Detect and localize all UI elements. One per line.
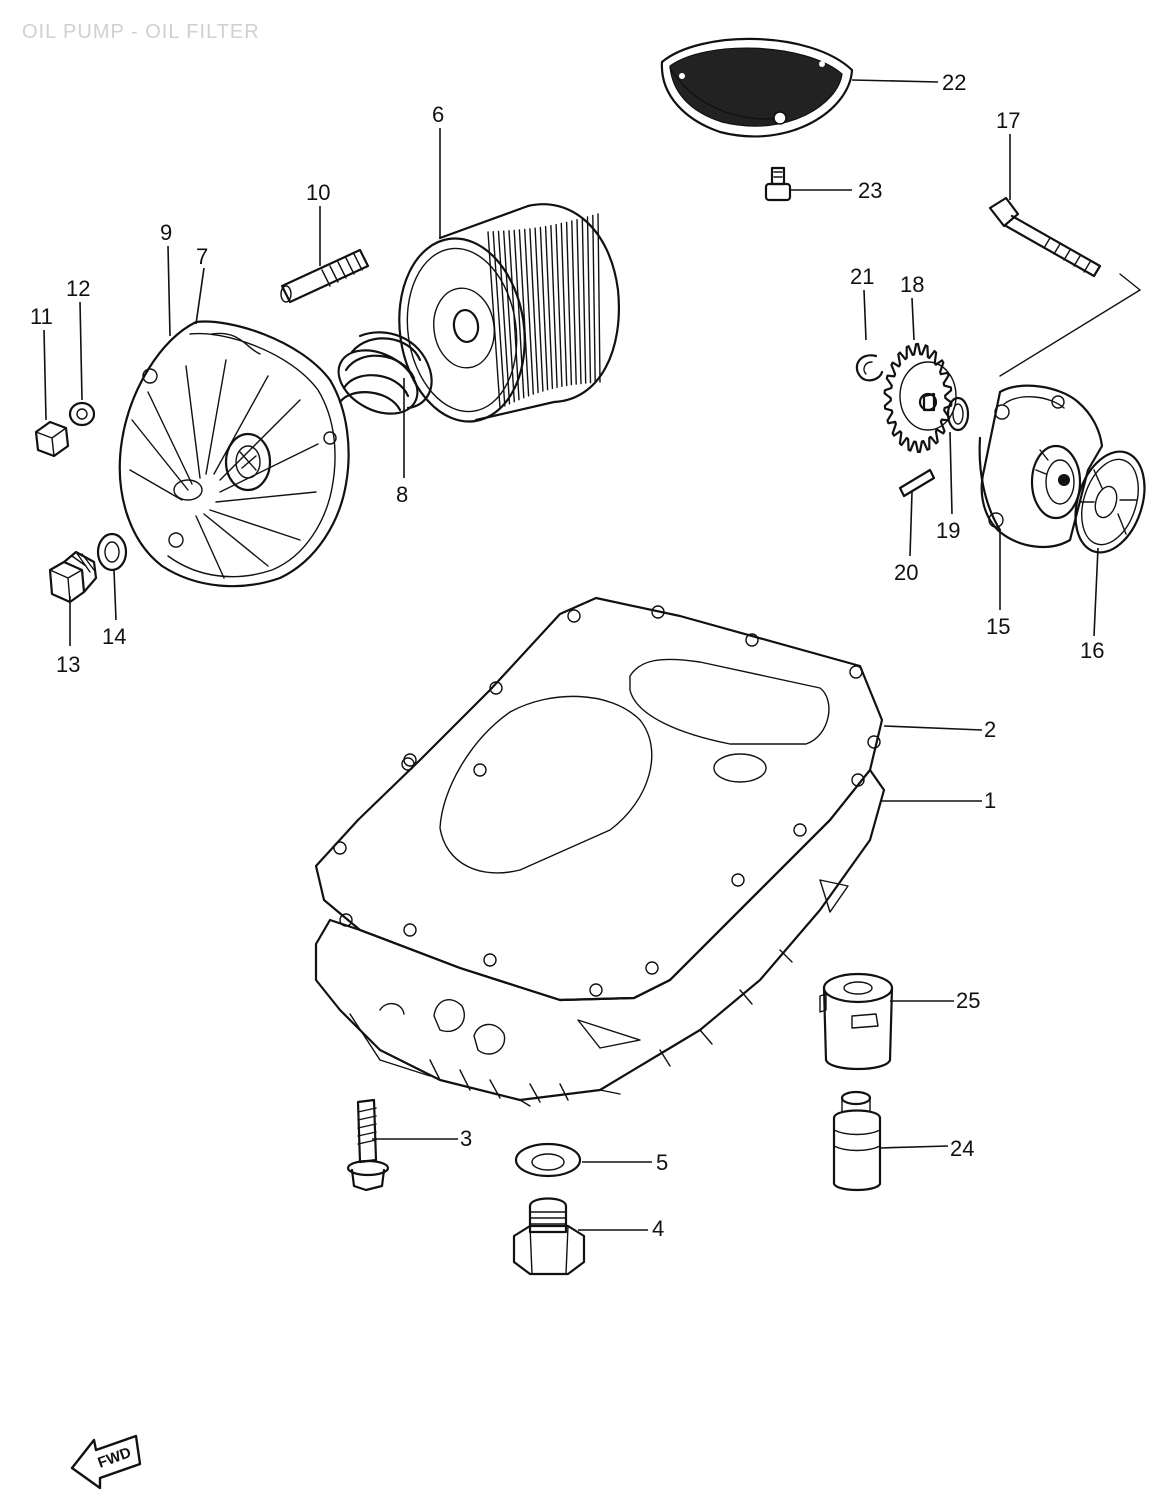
callout-24: 24 (950, 1136, 974, 1161)
callout-15: 15 (986, 614, 1010, 639)
cap-washer-part (68, 401, 96, 427)
filter-pleat (592, 214, 596, 383)
filter-cap-part (118, 320, 350, 588)
callout-5: 5 (656, 1150, 668, 1175)
filter-pleat (487, 231, 501, 409)
oil-pan-bolt-part (346, 1098, 390, 1192)
gasket-bolt-hole (731, 873, 745, 887)
filter-pleat (524, 228, 534, 395)
gear-washer-part (946, 396, 970, 432)
callout-13: 13 (56, 652, 80, 677)
filter-pleat (581, 217, 587, 384)
filter-pleat (586, 216, 592, 384)
callout-22: 22 (942, 70, 966, 95)
callout-1: 1 (984, 788, 996, 813)
callout-19: 19 (936, 518, 960, 543)
filter-pleat (597, 213, 601, 383)
filter-pleat (503, 230, 515, 403)
leader-lines (43, 79, 1099, 1231)
filter-pleat (550, 224, 558, 388)
callout-23: 23 (858, 178, 882, 203)
callout-2: 2 (984, 717, 996, 742)
oil-strainer-part (660, 37, 854, 138)
filter-pleat (555, 223, 563, 387)
filter-stud-part (280, 248, 370, 304)
gasket-bolt-hole (745, 633, 759, 647)
callout-17: 17 (996, 108, 1020, 133)
gasket-bolt-hole (489, 681, 503, 695)
gasket-bolt-hole (403, 753, 417, 767)
filter-pleat (492, 230, 506, 407)
gasket-bolt-hole (849, 665, 863, 679)
drain-plug-part (512, 1197, 586, 1276)
gasket-bolt-hole (567, 609, 581, 623)
filter-pleat (534, 227, 544, 392)
gasket-bolt-hole (473, 763, 487, 777)
oil-pan-gasket-part (314, 596, 884, 1002)
diagram-title: OIL PUMP - OIL FILTER (22, 21, 260, 43)
filter-pleat (539, 226, 549, 391)
pump-bolt-part (988, 196, 1102, 278)
oil-filter-part (398, 203, 620, 423)
pump-gear-part (883, 342, 957, 454)
filter-pleat (576, 218, 582, 385)
filter-pleat (529, 228, 539, 394)
gasket-bolt-hole (651, 605, 665, 619)
callout-12: 12 (66, 276, 90, 301)
callout-10: 10 (306, 180, 330, 205)
gasket-bolt-hole (589, 983, 603, 997)
cap-plug-part (48, 550, 98, 604)
callout-4: 4 (652, 1216, 664, 1241)
callout-8: 8 (396, 482, 408, 507)
gasket-bolt-hole (483, 953, 497, 967)
drain-plug-gasket-part (514, 1142, 582, 1178)
pump-o-ring-part (1074, 450, 1146, 554)
filter-pleat (571, 220, 577, 385)
gasket-bolt-hole (793, 823, 807, 837)
callout-16: 16 (1080, 638, 1104, 663)
gear-pin-part (898, 468, 936, 498)
callout-3: 3 (460, 1126, 472, 1151)
gasket-bolt-hole (333, 841, 347, 855)
filter-pleat (508, 230, 520, 401)
oil-pump-part (978, 384, 1104, 548)
forward-arrow-icon: FWD (70, 1434, 142, 1490)
plug-gasket-part (96, 532, 128, 572)
gear-circlip-part (855, 354, 884, 382)
callout-18: 18 (900, 272, 924, 297)
callout-25: 25 (956, 988, 980, 1013)
filter-pleat (544, 225, 554, 390)
filter-pleat (513, 229, 525, 399)
callout-9: 9 (160, 220, 172, 245)
filter-pleat (565, 221, 573, 386)
callout-labels: 1 2 3 4 5 6 7 8 9 10 11 12 13 14 15 16 1… (30, 70, 1104, 1241)
switch-adapter-part (819, 972, 894, 1071)
oil-pressure-switch-part (832, 1090, 882, 1192)
callout-7: 7 (196, 244, 208, 269)
filter-pleat (497, 230, 511, 405)
filter-pleat (560, 222, 568, 387)
oil-pan-part (314, 768, 886, 1107)
gasket-bolt-hole (645, 961, 659, 975)
callout-14: 14 (102, 624, 126, 649)
callout-21: 21 (850, 264, 874, 289)
gasket-bolt-hole (403, 923, 417, 937)
callout-20: 20 (894, 560, 918, 585)
gasket-bolt-hole (867, 735, 881, 749)
strainer-screw-part (764, 166, 792, 202)
callout-11: 11 (30, 304, 53, 329)
callout-6: 6 (432, 102, 444, 127)
filter-pleat (518, 229, 530, 397)
cap-nut-part (34, 420, 70, 458)
